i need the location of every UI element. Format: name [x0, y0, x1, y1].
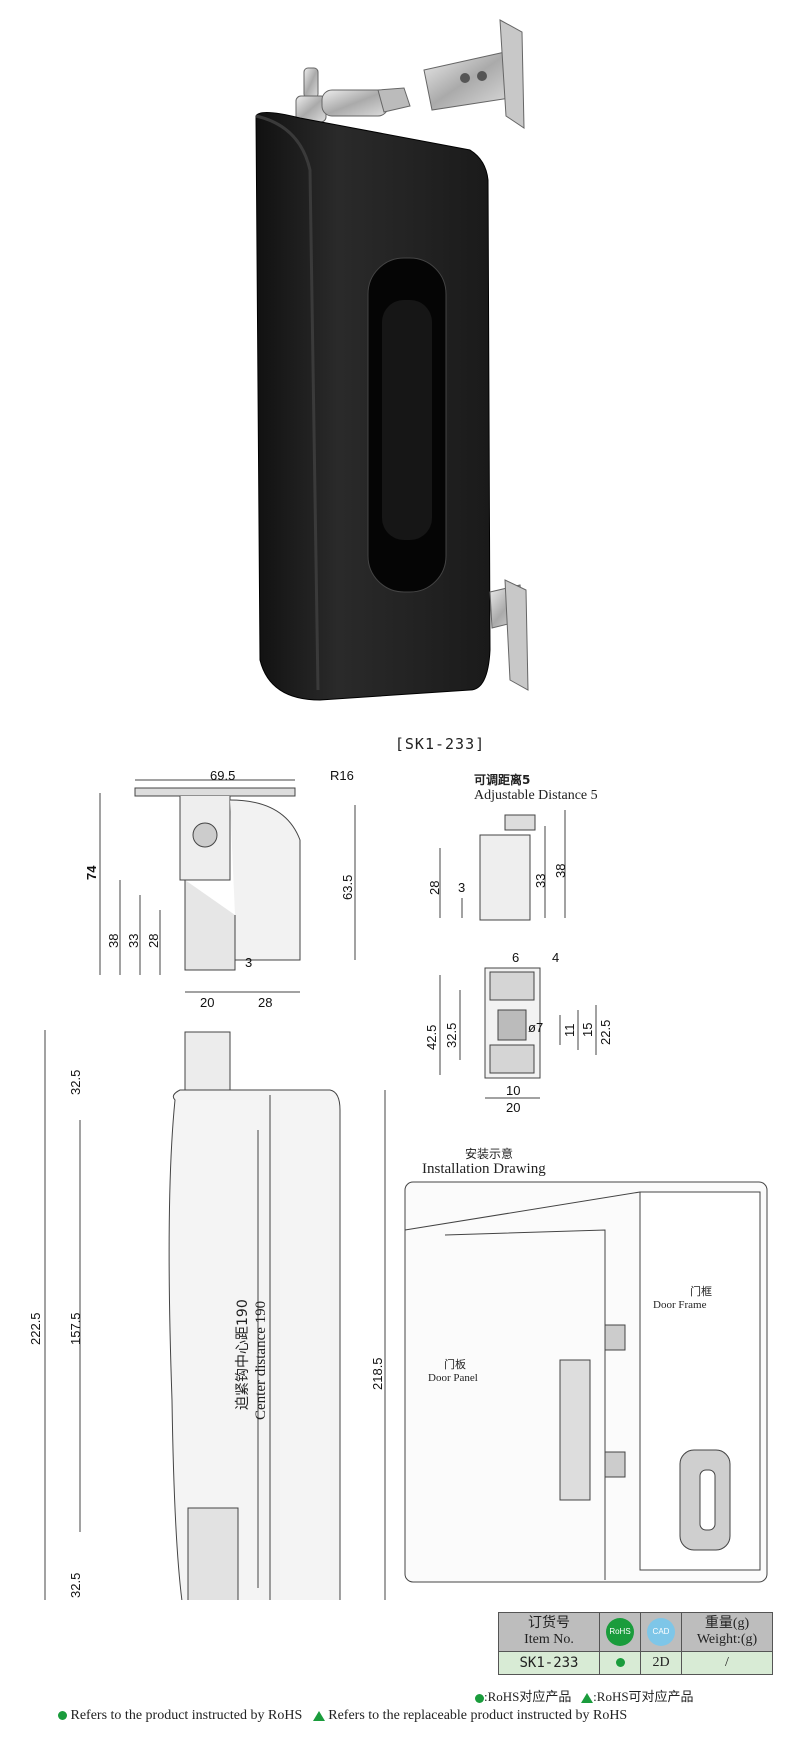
- install-title-en: Installation Drawing: [422, 1161, 546, 1177]
- dim-radius: R16: [330, 768, 354, 783]
- front-dim-222-5: 222.5: [28, 1312, 43, 1345]
- item-header: 订货号 Item No.: [498, 1612, 600, 1652]
- legend-cn-replace: :RoHS可对应产品: [593, 1689, 694, 1704]
- rohs-triangle-icon: [581, 1693, 594, 1704]
- hinge-dim-4: 4: [552, 950, 560, 965]
- latch-hook-icon: [295, 67, 411, 123]
- dim-w20: 20: [200, 995, 215, 1010]
- center-distance-en: Center distance 190: [253, 1300, 269, 1420]
- item-value: SK1-233: [498, 1651, 600, 1675]
- weight-value: /: [681, 1651, 773, 1675]
- adjust-dim-33: 33: [533, 873, 548, 888]
- product-photo: [255, 19, 529, 701]
- install-title-cn: 安装示意: [465, 1147, 514, 1161]
- cad-badge-icon: CAD: [647, 1618, 675, 1646]
- center-distance-cn: 迫紧钩中心距190: [235, 1299, 251, 1410]
- hinge-dim-32-5: 32.5: [444, 1022, 459, 1048]
- weight-header: 重量(g) Weight:(g): [681, 1612, 773, 1652]
- hinge-dim-dia: ø7: [528, 1020, 544, 1035]
- hinge-dim-6: 6: [512, 950, 520, 965]
- handle-body-icon: [255, 112, 491, 701]
- hinge-dim-10: 10: [506, 1083, 521, 1098]
- dim-w28: 28: [258, 995, 273, 1010]
- adjust-dim-28: 28: [427, 880, 442, 895]
- legend-en-rohs: Refers to the product instructed by RoHS: [70, 1708, 303, 1723]
- cad-header: CAD: [640, 1612, 682, 1652]
- door-frame-en: Door Frame: [653, 1299, 707, 1311]
- rohs-dot-icon: [475, 1693, 484, 1703]
- door-frame-cn: 门框: [690, 1285, 712, 1298]
- dim-upper-height: 63.5: [340, 874, 355, 900]
- hinge-dim-15: 15: [580, 1022, 595, 1037]
- hinge-dim-20: 20: [506, 1100, 521, 1115]
- adjust-title-en: Adjustable Distance 5: [474, 788, 598, 803]
- legend-en-replace: Refers to the replaceable product instru…: [328, 1708, 628, 1723]
- weight-header-cn: 重量(g): [704, 1616, 750, 1631]
- rohs-dot-icon: [615, 1658, 625, 1668]
- front-dim-157-5: 157.5: [68, 1312, 83, 1345]
- dim-top-width: 69.5: [210, 768, 236, 783]
- door-panel-cn: 门板: [444, 1358, 466, 1371]
- rohs-value: [599, 1651, 641, 1675]
- rohs-badge-icon: RoHS: [606, 1618, 634, 1646]
- item-table: 订货号 Item No. RoHS CAD 重量(g) Weight:(g) S…: [498, 1612, 773, 1675]
- dim-38: 38: [106, 933, 121, 948]
- hinge-bracket-top-icon: [423, 19, 525, 129]
- dim-gap3: 3: [245, 955, 253, 970]
- hinge-dim-11: 11: [562, 1023, 577, 1038]
- technical-drawings: [44, 779, 768, 1600]
- rohs-dot-icon: [58, 1711, 67, 1721]
- front-dim-218-5: 218.5: [370, 1357, 385, 1390]
- product-code: [SK1-233]: [394, 735, 486, 753]
- rohs-triangle-icon: [312, 1710, 325, 1721]
- weight-header-en: Weight:(g): [696, 1632, 758, 1647]
- front-dim-32-5-bottom: 32.5: [68, 1572, 83, 1598]
- adjust-dim-3: 3: [458, 880, 466, 895]
- door-panel-en: Door Panel: [428, 1372, 478, 1384]
- adjust-dim-38: 38: [553, 863, 568, 878]
- hinge-bracket-bottom-icon: [489, 579, 529, 691]
- dim-33: 33: [126, 933, 141, 948]
- adjust-title-cn: 可调距离5: [474, 773, 531, 787]
- front-dim-32-5-top: 32.5: [68, 1069, 83, 1095]
- hinge-dim-42-5: 42.5: [424, 1024, 439, 1050]
- rohs-header: RoHS: [599, 1612, 641, 1652]
- dim-overall-height: 74: [84, 865, 99, 880]
- legend-en: Refers to the product instructed by RoHS…: [58, 1708, 627, 1724]
- cad-value: 2D: [640, 1651, 682, 1675]
- legend-cn-rohs: :RoHS对应产品: [484, 1689, 572, 1704]
- hinge-dim-22-5: 22.5: [598, 1019, 613, 1045]
- item-header-cn: 订货号: [528, 1616, 570, 1631]
- item-header-en: Item No.: [524, 1632, 574, 1647]
- dim-28: 28: [146, 933, 161, 948]
- legend-cn: :RoHS对应产品 :RoHS可对应产品: [475, 1686, 694, 1705]
